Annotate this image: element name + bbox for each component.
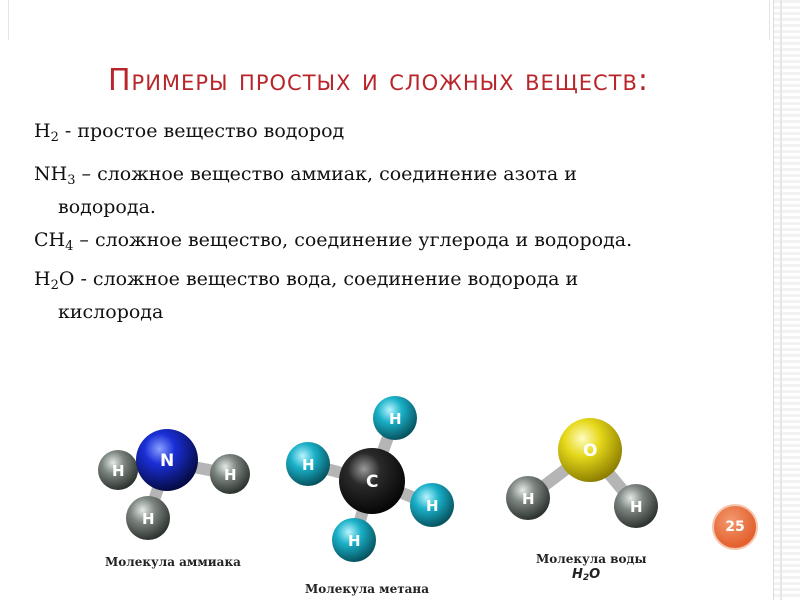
body-text: H2 - простое вещество водород NH3 – слож…	[34, 118, 734, 332]
atom-label: H	[348, 532, 361, 550]
line-h2o: H2O - сложное вещество вода, соединение …	[34, 266, 734, 326]
caption-water: Молекула воды	[536, 552, 647, 566]
hydrogen-atom	[410, 483, 454, 527]
formula-subscript: 2	[50, 278, 59, 293]
caption-ammonia: Молекула аммиака	[105, 555, 241, 569]
slide-frame-top	[8, 0, 770, 40]
hydrogen-atom	[286, 442, 330, 486]
methane-molecule: H H C H H	[286, 396, 454, 562]
water-molecule: O H H	[506, 418, 658, 528]
hydrogen-atom	[126, 496, 170, 540]
atom-label: H	[426, 497, 439, 515]
line-text: – сложное вещество аммиак, соединение аз…	[75, 163, 577, 185]
atom-label: C	[366, 472, 378, 492]
line-continuation: водорода.	[58, 196, 156, 218]
atom-label: H	[112, 462, 125, 480]
line-text: - сложное вещество вода, соединение водо…	[74, 268, 579, 290]
oxygen-atom	[558, 418, 622, 482]
hydrogen-atom	[373, 396, 417, 440]
carbon-atom	[339, 448, 405, 514]
formula-subscript: 3	[67, 173, 76, 188]
hydrogen-atom	[332, 518, 376, 562]
ammonia-molecule: H N H H	[98, 429, 250, 540]
atom-label: O	[583, 441, 597, 461]
hydrogen-atom	[506, 476, 550, 520]
formula: NH	[34, 163, 68, 185]
hydrogen-atom	[210, 454, 250, 494]
atom-label: H	[630, 498, 643, 516]
line-text: – сложное вещество, соединение углерода …	[73, 229, 633, 251]
caption-water-formula: H2O	[572, 567, 600, 583]
molecule-illustrations: H N H H H H C H H	[98, 396, 658, 562]
caption-methane: Молекула метана	[305, 582, 429, 596]
formula: H	[34, 268, 51, 290]
line-continuation: кислорода	[58, 301, 164, 323]
line-h2: H2 - простое вещество водород	[34, 118, 734, 151]
formula-tail: O	[589, 567, 601, 582]
formula: H	[34, 120, 51, 142]
atom-label: H	[302, 456, 315, 474]
line-text: - простое вещество водород	[58, 120, 345, 142]
formula: CH	[34, 229, 66, 251]
hydrogen-atom	[614, 484, 658, 528]
line-nh3: NH3 – сложное вещество аммиак, соединени…	[34, 161, 734, 221]
slide-title: Примеры простых и сложных веществ:	[108, 63, 649, 98]
atom-label: H	[224, 466, 237, 484]
formula: H	[572, 567, 583, 582]
atom-label: H	[142, 510, 155, 528]
hydrogen-atom	[98, 450, 138, 490]
atom-label: H	[522, 490, 535, 508]
line-ch4: CH4 – сложное вещество, соединение углер…	[34, 227, 734, 260]
atom-label: H	[389, 410, 402, 428]
nitrogen-atom	[136, 429, 198, 491]
page-number-badge: 25	[712, 504, 758, 550]
formula-subscript: 2	[50, 130, 59, 145]
formula-tail: O	[58, 268, 75, 290]
formula-subscript: 2	[582, 573, 590, 583]
slide-frame-right	[773, 0, 800, 600]
atom-label: N	[160, 451, 174, 471]
formula-subscript: 4	[65, 239, 74, 254]
